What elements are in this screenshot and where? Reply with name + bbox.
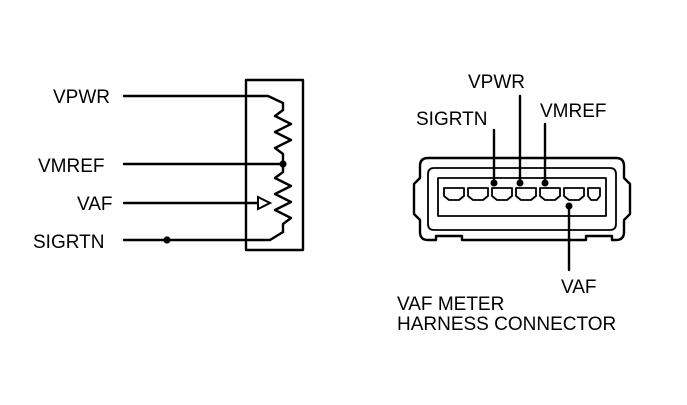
terminal	[491, 187, 513, 201]
connector-caption-line1: VAF METER	[397, 294, 504, 315]
terminal-row	[443, 187, 601, 201]
connector-label-sigrtn: SIGRTN	[416, 109, 487, 130]
connector-inner-shell	[427, 167, 617, 231]
pin-vmref	[541, 179, 549, 187]
connector-label-vmref: VMREF	[540, 101, 607, 122]
wire-vpwr	[122, 94, 285, 112]
terminal	[563, 187, 585, 201]
resistor-lower	[273, 162, 293, 234]
connector-caption-line2: HARNESS CONNECTOR	[397, 314, 616, 335]
vaf-meter-schematic: VPWR VMREF VAF SIGRTN	[33, 78, 305, 253]
harness-connector: VPWR SIGRTN VMREF VAF VAF METER HARNESS …	[397, 72, 632, 335]
terminal	[467, 187, 489, 201]
connector-label-vaf: VAF	[561, 277, 597, 298]
wire-sigrtn	[122, 230, 285, 242]
resistor-upper	[273, 108, 293, 166]
label-vaf: VAF	[77, 194, 113, 215]
terminal	[443, 187, 465, 201]
pin-vpwr	[516, 179, 524, 187]
terminal	[587, 187, 601, 201]
wiper-arrow	[257, 195, 273, 211]
connector-outer-shell	[412, 156, 632, 242]
connector-cavity-block	[437, 177, 607, 217]
pin-sigrtn	[490, 179, 498, 187]
connector-label-vpwr: VPWR	[468, 72, 525, 93]
label-vpwr: VPWR	[53, 87, 110, 108]
label-vmref: VMREF	[38, 156, 105, 177]
junction-sigrtn	[163, 236, 171, 244]
terminal	[539, 187, 561, 201]
terminal	[515, 187, 537, 201]
pin-vaf	[565, 202, 573, 210]
label-sigrtn: SIGRTN	[33, 232, 104, 253]
